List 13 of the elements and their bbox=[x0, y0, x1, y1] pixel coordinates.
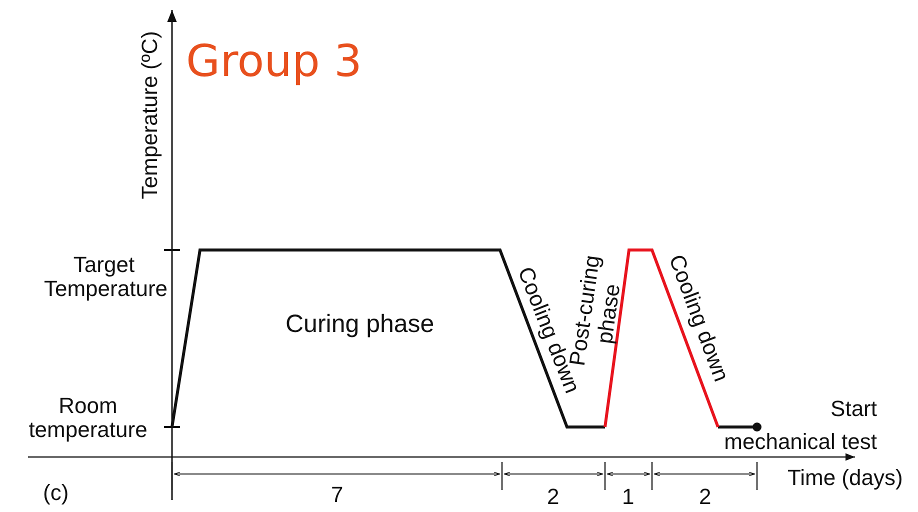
phase-label: Cooling down bbox=[663, 251, 733, 385]
dimension-value: 2 bbox=[547, 485, 560, 510]
axis-label: Time (days) bbox=[788, 466, 903, 490]
title: Group 3 bbox=[186, 36, 362, 87]
panel-label: (c) bbox=[43, 481, 69, 506]
tick-label: Target Temperature bbox=[44, 253, 164, 302]
phase-label: Curing phase bbox=[286, 311, 434, 338]
dimension-value: 1 bbox=[622, 485, 634, 510]
axis-label: Temperature (ºC) bbox=[138, 31, 162, 200]
dimension-value: 2 bbox=[699, 485, 712, 510]
dimension-value: 7 bbox=[331, 483, 344, 508]
tick-label: Room temperature bbox=[28, 394, 148, 442]
event-label: Start mechanical test bbox=[723, 395, 877, 456]
